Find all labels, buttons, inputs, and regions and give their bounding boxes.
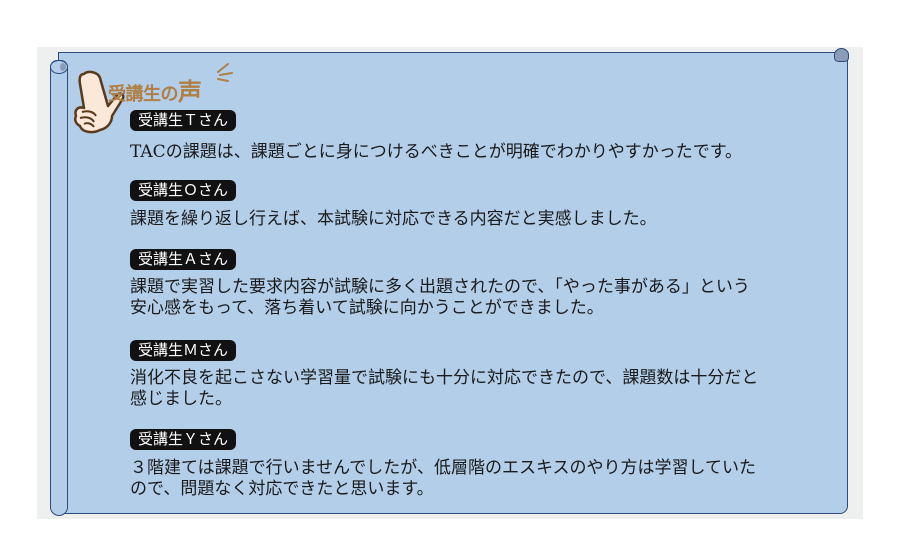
testimonial-text-o: 課題を繰り返し行えば、本試験に対応できる内容だと実感しました。 [130,209,657,229]
testimonial-text-m: 消化不良を起こさない学習量で試験にも十分に対応できたので、課題数は十分だと 感じ… [130,368,759,409]
sparkle-icon [217,63,233,82]
title-emphasis: 声 [178,78,202,106]
testimonial-badge-a: 受講生Ａさん [130,249,237,270]
title-prefix: 受講生の [108,84,179,105]
testimonial-badge-m: 受講生Ｍさん [130,340,237,361]
scroll-roller-right-cap [834,48,849,62]
testimonial-badge-o: 受講生Ｏさん [130,180,237,201]
testimonial-badge-t: 受講生Ｔさん [130,110,237,131]
scroll-roller-left [50,60,68,516]
section-title: 受講生の声 [108,72,202,107]
testimonial-text-t: TACの課題は、課題ごとに身につけるべきことが明確でわかりやすかったです。 [130,142,742,162]
scroll-roller-left-cap [50,60,68,74]
pointing-hand-icon [73,70,125,134]
testimonial-badge-y: 受講生Ｙさん [130,429,237,450]
testimonial-text-a: 課題で実習した要求内容が試験に多く出題されたので、「やった事がある」という 安心… [130,277,750,318]
testimonial-text-y: ３階建ては課題で行いませんでしたが、低層階のエスキスのやり方は学習していた ので… [130,458,756,499]
